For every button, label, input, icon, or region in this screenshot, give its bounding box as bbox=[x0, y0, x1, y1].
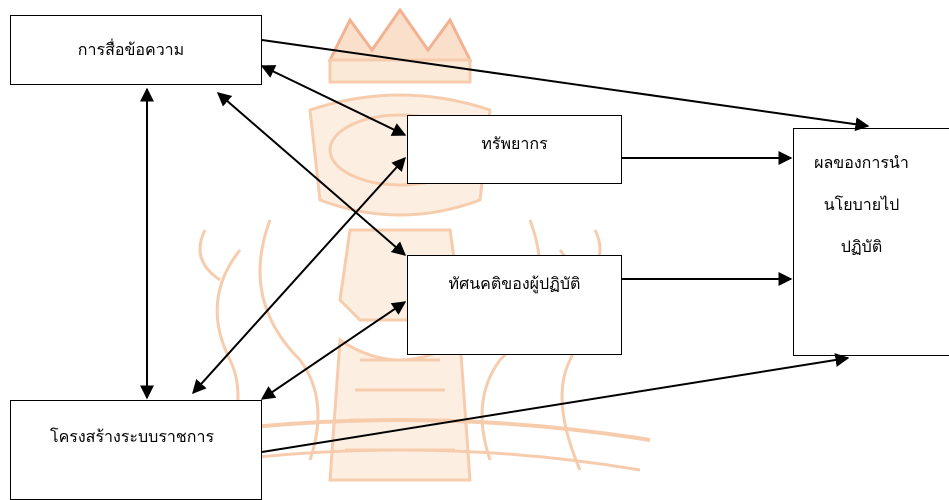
resources-box: ทรัพยากร bbox=[407, 115, 622, 184]
attitude-label: ทัศนคติของผู้ปฏิบัติ bbox=[448, 274, 581, 293]
arrow-attitude-structure bbox=[260, 301, 407, 400]
communication-label: การสื่อข้อความ bbox=[77, 40, 185, 59]
arrow-communication-to-result bbox=[261, 39, 870, 132]
arrow-resources-structure bbox=[192, 156, 406, 395]
structure-label: โครงสร้างระบบราชการ bbox=[49, 427, 215, 446]
arrow-communication-resources bbox=[260, 65, 407, 136]
policy-result-box: ผลของการนำ นโยบายไป ปฏิบัติ bbox=[793, 128, 949, 356]
policy-result-label-line-2: นโยบายไป bbox=[823, 195, 900, 214]
structure-box: โครงสร้างระบบราชการ bbox=[10, 400, 262, 500]
arrow-structure-to-result bbox=[261, 353, 850, 453]
communication-box: การสื่อข้อความ bbox=[10, 15, 262, 85]
resources-label: ทรัพยากร bbox=[481, 134, 548, 153]
attitude-box: ทัศนคติของผู้ปฏิบัติ bbox=[407, 255, 622, 355]
policy-result-label-line-3: ปฏิบัติ bbox=[840, 237, 883, 256]
arrow-communication-attitude bbox=[216, 92, 407, 256]
policy-result-label-line-1: ผลของการนำ bbox=[814, 153, 909, 172]
